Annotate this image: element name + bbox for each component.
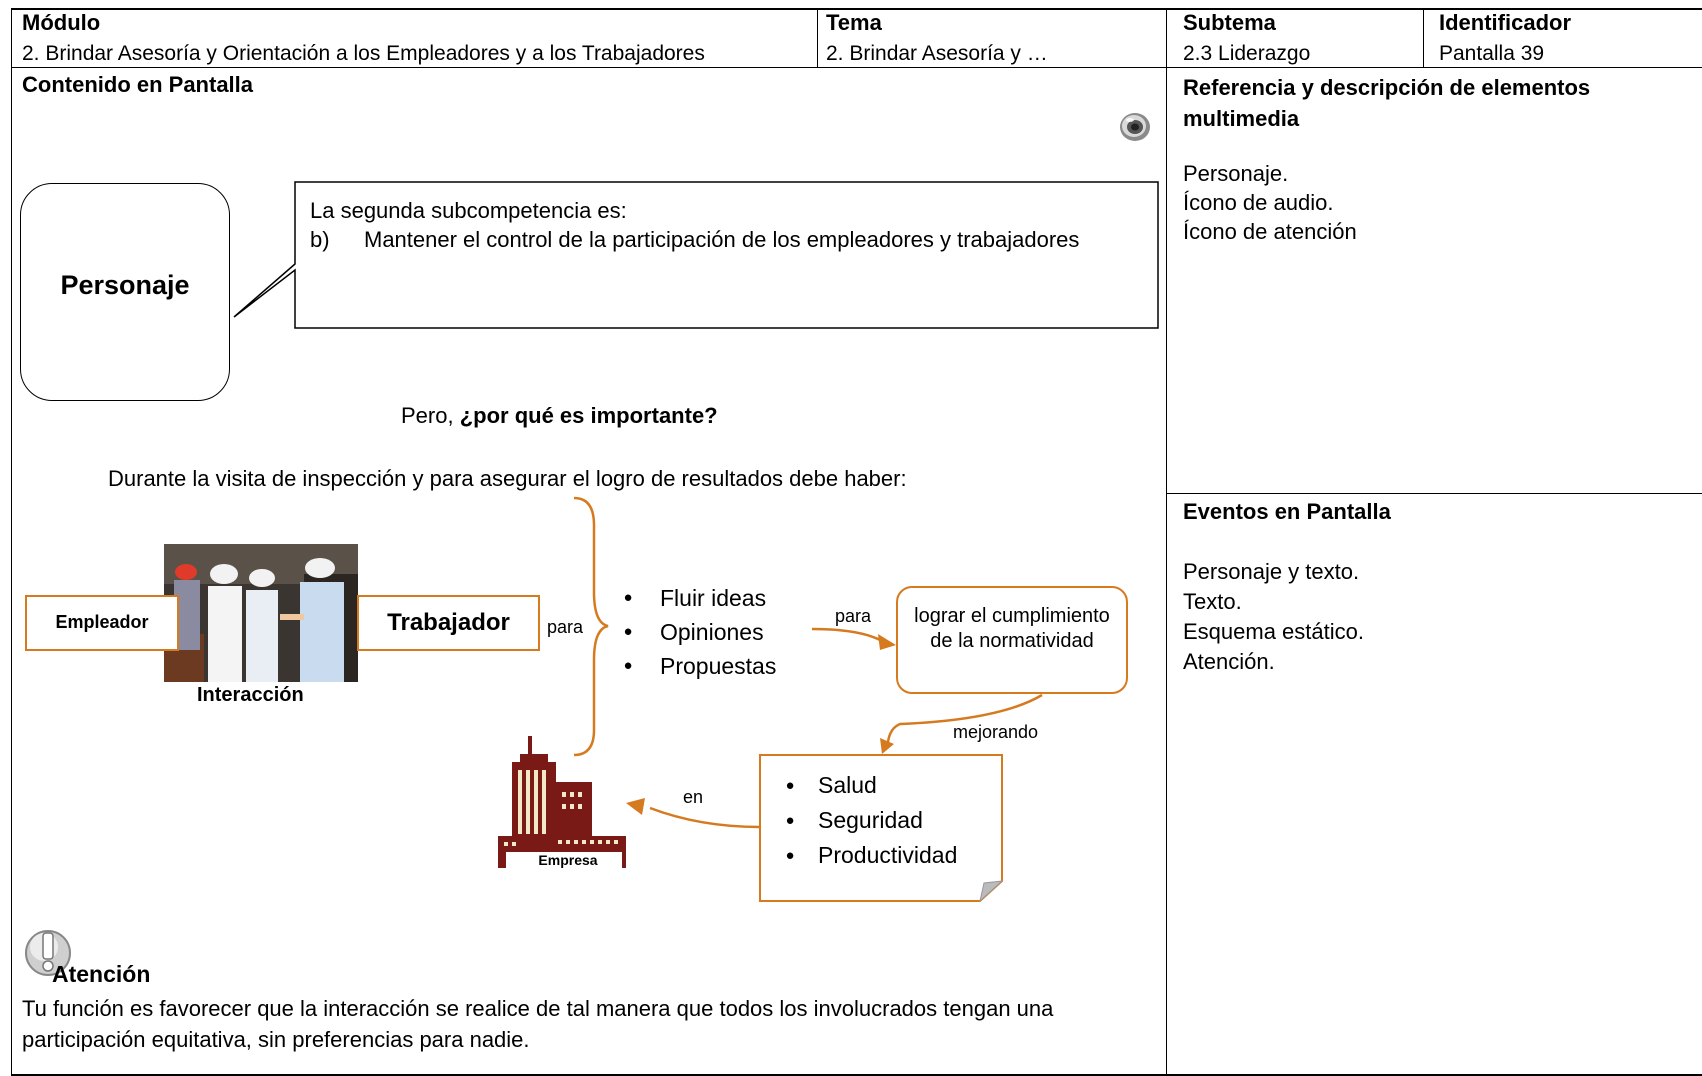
para-label-2: para (835, 606, 872, 626)
question-line: Pero, ¿por qué es importante? (401, 403, 718, 429)
empresa-label: Empresa (538, 852, 598, 868)
building-icon (498, 736, 626, 868)
list-item: Ícono de atención (1183, 219, 1357, 244)
list-item: Esquema estático. (1183, 619, 1364, 644)
list-item: ●Seguridad (785, 807, 923, 833)
benefits-list: ●Salud ●Seguridad ●Productividad (782, 768, 957, 873)
intro-line: Durante la visita de inspección y para a… (108, 466, 907, 491)
list-item: ●Salud (785, 772, 877, 798)
goal-box: lograr el cumplimiento de la normativida… (896, 586, 1128, 694)
bubble-item-marker: b) (310, 227, 330, 252)
audio-icon[interactable] (1115, 108, 1155, 144)
ideas-list: ●Fluir ideas ●Opiniones ●Propuestas (620, 581, 776, 683)
mejorando-label: mejorando (953, 722, 1039, 742)
goal-label: lograr el cumplimiento de la normativida… (914, 605, 1110, 652)
empleador-label: Empleador (55, 612, 149, 632)
empleador-box: Empleador (25, 595, 179, 651)
bubble-item-text: Mantener el control de la participación … (364, 227, 1080, 252)
events-list: Personaje y texto. Texto. Esquema estáti… (1183, 557, 1364, 677)
benefit-label: Seguridad (818, 807, 923, 833)
modulo-value: 2. Brindar Asesoría y Orientación a los … (22, 42, 705, 65)
character-placeholder: Personaje (20, 183, 230, 401)
speech-bubble (233, 181, 1159, 329)
trabajador-label: Trabajador (387, 609, 510, 636)
character-label: Personaje (60, 270, 190, 300)
attention-text: Tu función es favorecer que la interacci… (22, 996, 1054, 1052)
idea-label: Fluir ideas (660, 585, 767, 611)
modulo-label: Módulo (22, 10, 101, 35)
events-heading: Eventos en Pantalla (1183, 499, 1391, 524)
list-item: Personaje y texto. (1183, 559, 1360, 584)
benefit-label: Salud (818, 772, 877, 798)
content-heading: Contenido en Pantalla (22, 72, 254, 97)
tema-label: Tema (826, 10, 882, 35)
tema-value: 2. Brindar Asesoría y … (826, 42, 1048, 65)
benefit-label: Productividad (818, 842, 958, 868)
en-label: en (683, 787, 704, 807)
list-item: Texto. (1183, 589, 1242, 614)
identificador-label: Identificador (1439, 10, 1572, 35)
idea-label: Propuestas (660, 653, 777, 679)
list-item: ●Productividad (785, 842, 958, 868)
idea-label: Opiniones (660, 619, 764, 645)
list-item: ●Propuestas (623, 653, 777, 679)
list-item: ●Fluir ideas (623, 585, 767, 611)
question-prefix: Pero, (401, 403, 460, 428)
subtema-value: 2.3 Liderazgo (1183, 42, 1311, 65)
bubble-text: La segunda subcompetencia es: b) Mantene… (310, 196, 1140, 254)
list-item: Atención. (1183, 649, 1275, 674)
interaction-photo (164, 544, 358, 682)
interaccion-label: Interacción (197, 684, 304, 706)
multimedia-heading: Referencia y descripción de elementos mu… (1183, 75, 1591, 131)
subtema-label: Subtema (1183, 10, 1276, 35)
diagram-connectors (573, 496, 1043, 829)
bubble-item: b) Mantener el control de la participaci… (310, 225, 1140, 254)
para-label-1: para (547, 617, 584, 637)
list-item: Ícono de audio. (1183, 190, 1334, 215)
multimedia-list: Personaje. Ícono de audio. Ícono de aten… (1183, 159, 1357, 246)
attention-title: Atención (52, 961, 151, 987)
benefits-note (759, 754, 1004, 903)
identificador-value: Pantalla 39 (1439, 42, 1545, 65)
list-item: ●Opiniones (623, 619, 764, 645)
trabajador-box: Trabajador (357, 595, 540, 651)
question-bold: ¿por qué es importante? (459, 403, 718, 428)
attention-icon (25, 930, 71, 976)
list-item: Personaje. (1183, 161, 1289, 186)
bubble-intro: La segunda subcompetencia es: (310, 198, 627, 223)
